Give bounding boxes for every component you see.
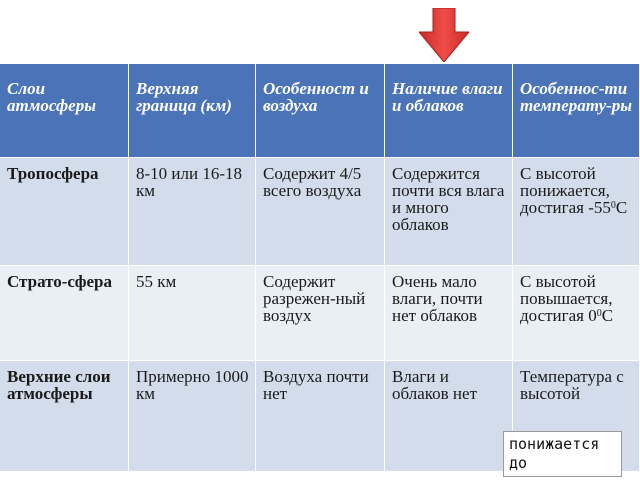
- row-boundary: Примерно 1000 км: [129, 361, 256, 472]
- header-air: Особенност и воздуха: [256, 64, 385, 158]
- down-arrow-icon: [419, 8, 469, 62]
- row-layer-troposphere: Тропосфера: [0, 158, 129, 266]
- header-moisture: Наличие влаги и облаков: [385, 64, 513, 158]
- degree-superscript: 0: [596, 308, 602, 319]
- row-temperature: С высотой повышается, достигая 00С: [513, 266, 640, 361]
- row-temperature: С высотой понижается, достигая -550С: [513, 158, 640, 266]
- temperature-text: С высотой понижается, достигая -55: [520, 164, 611, 217]
- header-layers: Слои атмосферы: [0, 64, 129, 158]
- temperature-unit: С: [615, 198, 628, 217]
- atmosphere-table: Слои атмосферы Верхняя граница (км) Особ…: [0, 64, 640, 472]
- row-air: Воздуха почти нет: [256, 361, 385, 472]
- row-boundary: 8-10 или 16-18 км: [129, 158, 256, 266]
- header-temperature: Особеннос-ти температу-ры: [513, 64, 640, 158]
- row-air: Содержит 4/5 всего воздуха: [256, 158, 385, 266]
- degree-superscript: 0: [610, 200, 616, 211]
- row-moisture: Очень мало влаги, почти нет облаков: [385, 266, 513, 361]
- row-layer-upper: Верхние слои атмосферы: [0, 361, 129, 472]
- overlay-text-box: понижается до: [503, 431, 622, 477]
- row-moisture: Влаги и облаков нет: [385, 361, 513, 472]
- row-moisture: Содержится почти вся влага и много облак…: [385, 158, 513, 266]
- header-boundary: Верхняя граница (км): [129, 64, 256, 158]
- row-air: Содержит разрежен-ный воздух: [256, 266, 385, 361]
- temperature-text: С высотой повышается, достигая 0: [520, 272, 613, 325]
- row-boundary: 55 км: [129, 266, 256, 361]
- row-layer-stratosphere: Страто-сфера: [0, 266, 129, 361]
- temperature-unit: С: [601, 306, 614, 325]
